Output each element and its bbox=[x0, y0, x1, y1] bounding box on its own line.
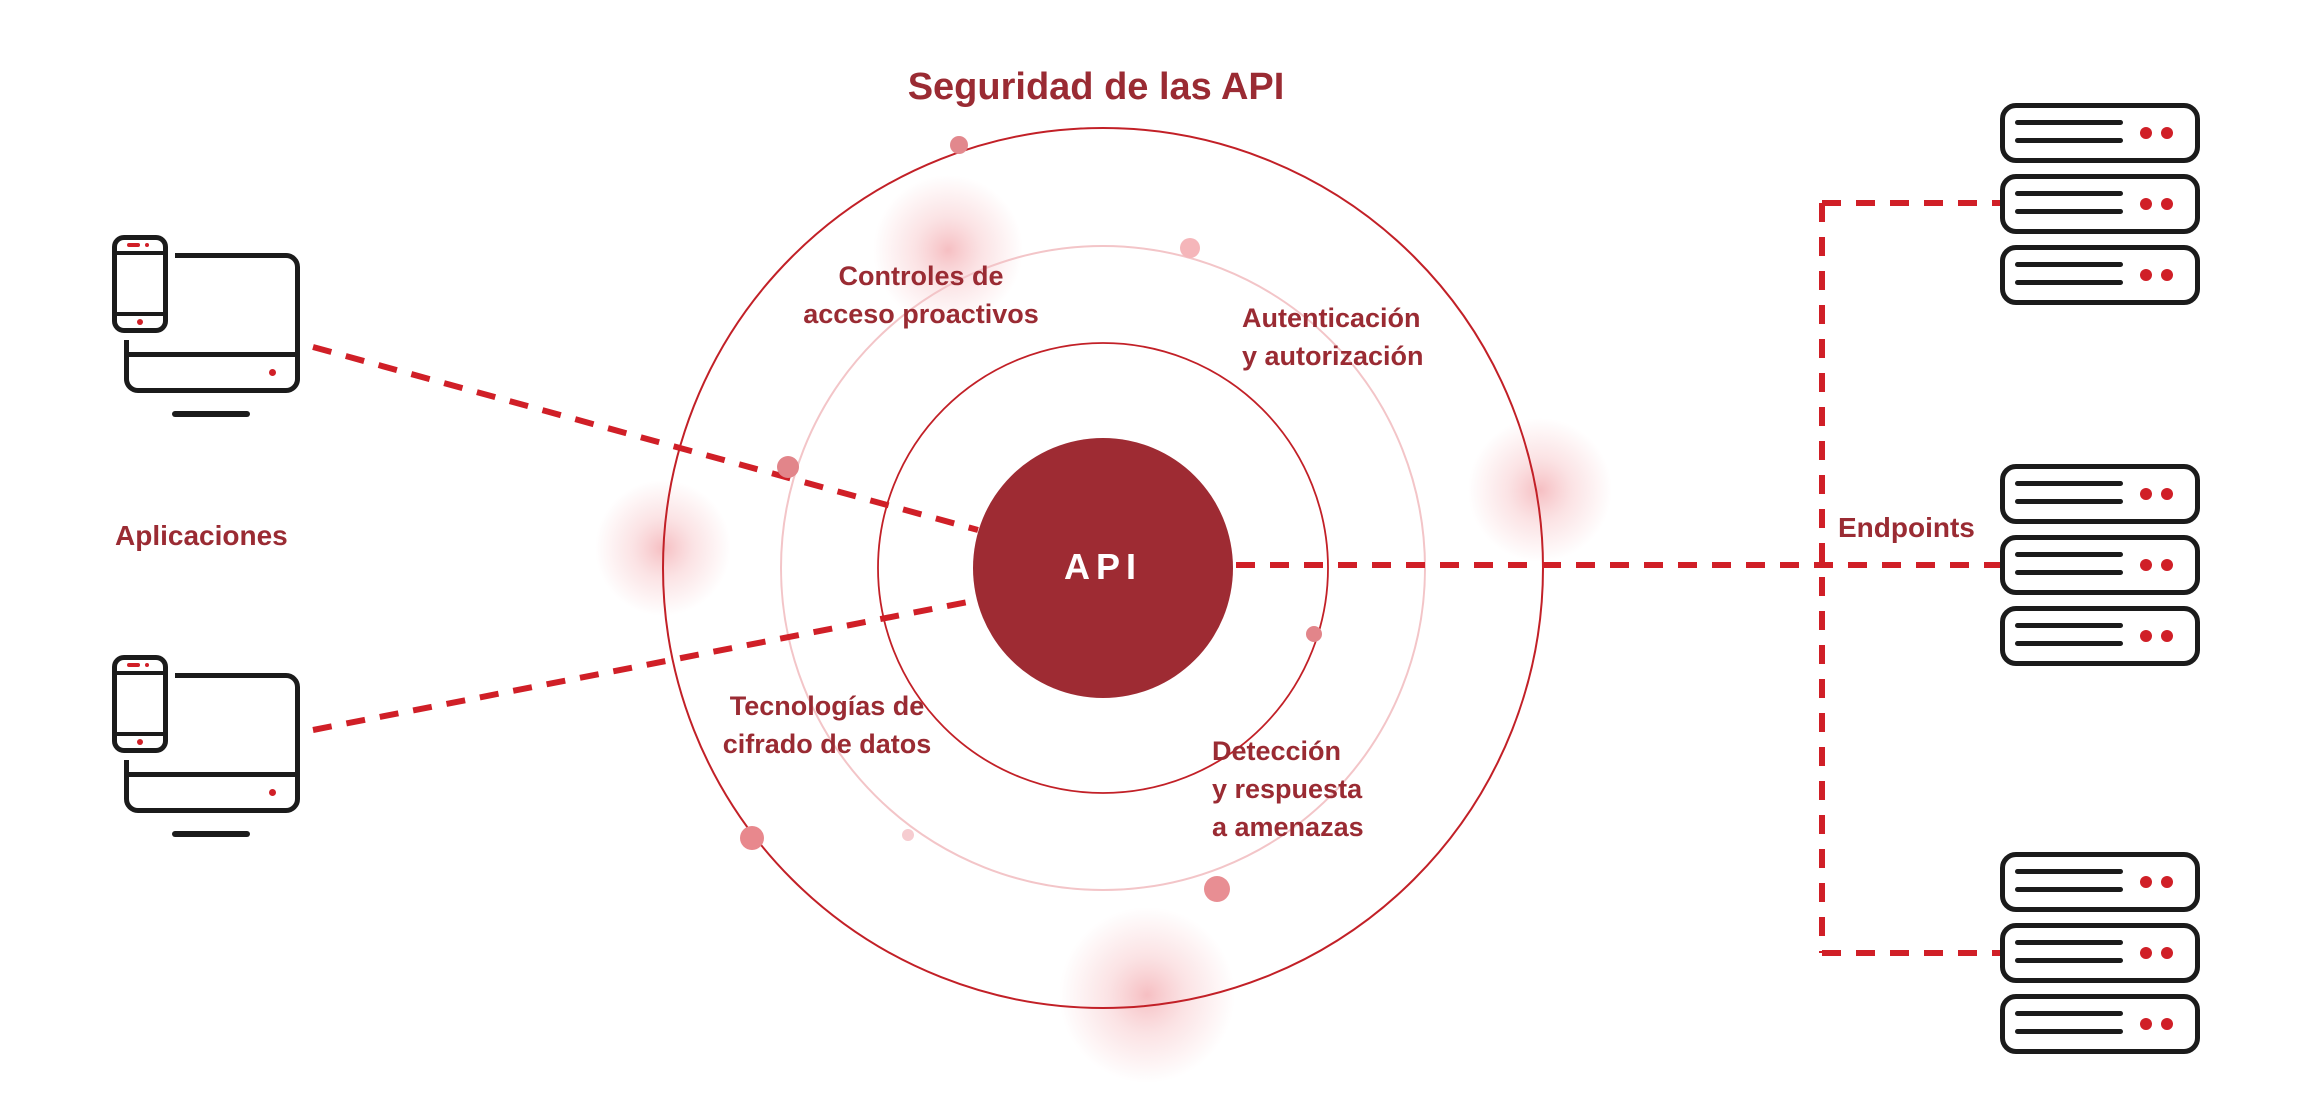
server-icon bbox=[2000, 994, 2200, 1054]
api-center-label: API bbox=[1063, 546, 1142, 587]
ring-label-line: Controles de bbox=[838, 261, 1004, 291]
ring-label-line: y respuesta bbox=[1212, 774, 1363, 804]
phone-icon bbox=[112, 655, 168, 753]
ring-label-encryption: Tecnologías de cifrado de datos bbox=[627, 687, 1027, 763]
ring-label-authentication: Autenticación y autorización bbox=[1242, 299, 1424, 375]
server-icon bbox=[2000, 606, 2200, 666]
server-icon bbox=[2000, 535, 2200, 595]
connection-lines bbox=[312, 200, 2000, 956]
orbit-dot-lower-left bbox=[740, 826, 764, 850]
ring-label-line: Detección bbox=[1212, 736, 1342, 766]
orbit-dot-left bbox=[777, 456, 799, 478]
glow-right bbox=[1468, 418, 1612, 562]
device-phone-monitor-icon bbox=[112, 235, 352, 425]
applications-label: Aplicaciones bbox=[115, 520, 288, 551]
server-icon bbox=[2000, 245, 2200, 305]
device-phone-monitor-icon bbox=[112, 655, 352, 845]
phone-icon bbox=[112, 235, 168, 333]
orbit-dot-top bbox=[950, 136, 968, 154]
server-icon bbox=[2000, 174, 2200, 234]
ring-label-line: acceso proactivos bbox=[803, 299, 1039, 329]
ring-label-line: Tecnologías de bbox=[729, 691, 925, 721]
api-circle bbox=[973, 438, 1233, 698]
ring-label-line: cifrado de datos bbox=[722, 729, 932, 759]
endpoints-label: Endpoints bbox=[1838, 512, 1975, 543]
orbit-dot-lower-right bbox=[1204, 876, 1230, 902]
orbit-dot-inner-right bbox=[1306, 626, 1322, 642]
server-stack-middle bbox=[2000, 464, 2200, 677]
ring-label-access-controls: Controles de acceso proactivos bbox=[721, 257, 1121, 333]
glow-spots bbox=[595, 175, 1612, 1083]
ring-label-line: Autenticación bbox=[1242, 303, 1421, 333]
server-icon bbox=[2000, 852, 2200, 912]
glow-top-left bbox=[873, 175, 1023, 325]
server-stack-bottom bbox=[2000, 852, 2200, 1065]
orbit-inner-circle bbox=[877, 342, 1329, 794]
ring-label-line: y autorización bbox=[1242, 341, 1424, 371]
server-stack-top bbox=[2000, 103, 2200, 316]
ring-label-threat-detection: Detección y respuesta a amenazas bbox=[1212, 732, 1364, 846]
page-title: Seguridad de las API bbox=[907, 66, 1285, 108]
server-icon bbox=[2000, 103, 2200, 163]
orbit-dot-inner-bottom bbox=[902, 829, 914, 841]
glow-bottom bbox=[1059, 907, 1235, 1083]
server-icon bbox=[2000, 464, 2200, 524]
line-app2-to-api bbox=[312, 597, 979, 733]
orbit-dots bbox=[740, 136, 1322, 902]
line-app1-to-api bbox=[312, 344, 979, 533]
server-icon bbox=[2000, 923, 2200, 983]
ring-label-line: a amenazas bbox=[1212, 812, 1364, 842]
orbit-dot-upper-right bbox=[1180, 238, 1200, 258]
